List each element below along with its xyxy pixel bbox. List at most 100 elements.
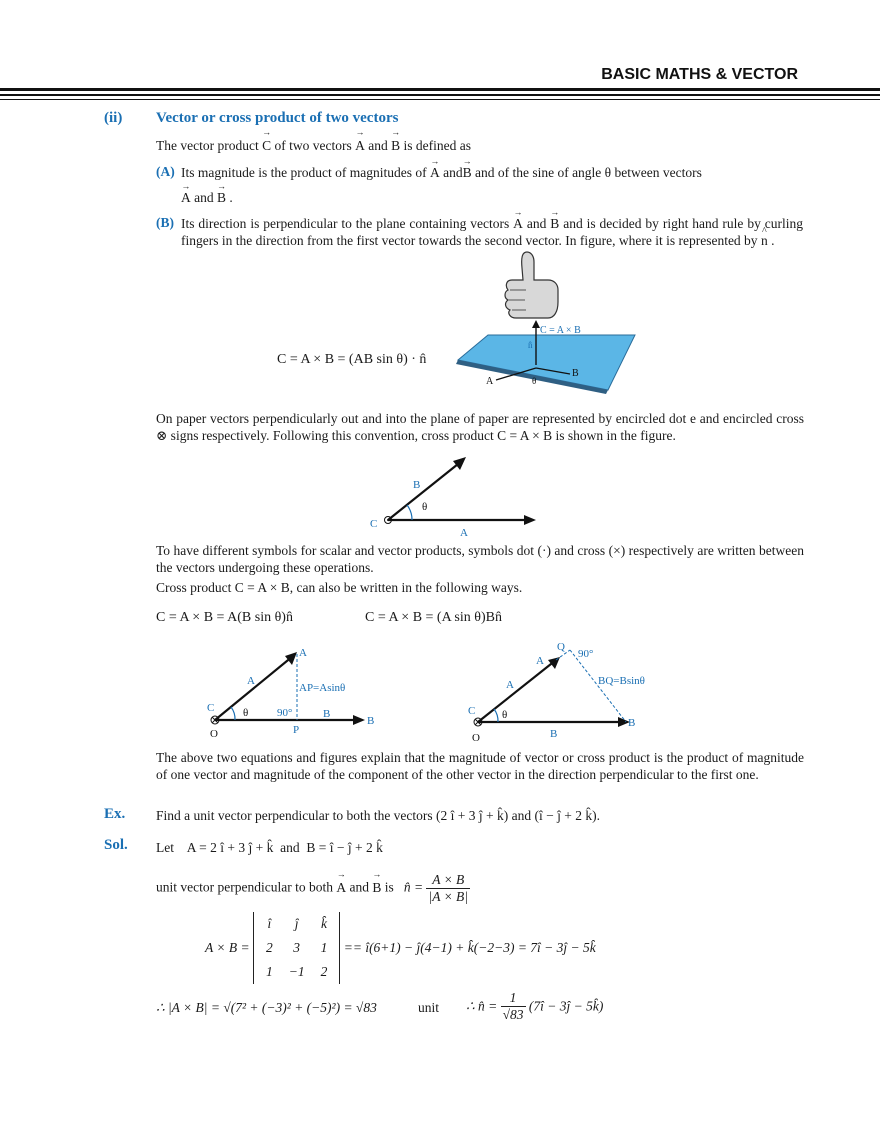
det-cell: 3	[293, 940, 301, 955]
final-fraction: 1 √83	[500, 990, 526, 1023]
point-b-text-2: and	[526, 216, 547, 231]
intro-line: The vector product C of two vectors A an…	[156, 127, 806, 154]
header-rule-2	[0, 94, 880, 96]
unit-text-3: is	[384, 879, 394, 895]
fig2-label-theta: θ	[422, 501, 427, 513]
example-vector-2: (î − ĵ + 2 k̂).	[534, 808, 601, 823]
n-hat-denominator: |A × B|	[428, 889, 469, 904]
det-rhs: == î(6+1) − ĵ(4−1) + k̂(−2−3) = 7î − 3ĵ …	[343, 940, 596, 955]
vec-b: B	[372, 869, 381, 896]
fig2-label-c: C	[370, 518, 377, 530]
point-b-text-1: Its direction is perpendicular to the pl…	[181, 216, 510, 231]
fig4-a-vector	[477, 659, 557, 723]
fig4-perp-line	[569, 649, 627, 723]
n-hat: n	[761, 223, 768, 249]
determinant-line: A × B = î ĵ k̂ 2 3 1 1 −1 2 == î(6+1) − …	[205, 912, 596, 984]
unit-label: unit	[418, 1000, 440, 1015]
equation-right: C = A × B = (A sin θ)Bn̂	[365, 610, 502, 625]
paper-convention-text: On paper vectors perpendicularly out and…	[156, 410, 804, 444]
fig3-label-b-vec: B	[323, 708, 330, 720]
n-hat-numerator: A × B	[426, 872, 471, 889]
symbols-text: To have different symbols for scalar and…	[156, 543, 804, 575]
fig2-dot-center	[387, 519, 389, 521]
fig3-cross-lines	[211, 716, 219, 724]
det-cell: 1	[320, 940, 328, 955]
det-cell: −1	[288, 964, 305, 979]
fig4-label-90: 90°	[578, 648, 593, 660]
fig2-theta-arc	[406, 504, 413, 521]
paper-equation: C = A × B	[497, 428, 553, 443]
fig4-cross-lines	[474, 718, 482, 726]
example-label: Ex.	[104, 806, 126, 822]
unit-text-2: and	[349, 879, 369, 895]
det-cell: 2	[265, 940, 273, 955]
solution-let-line: Let A = 2 î + 3 ĵ + k̂ and B = î − ĵ + 2…	[156, 840, 383, 856]
magnitude-line: ∴ |A × B| = √(7² + (−3)² + (−5)²) = √83	[156, 1000, 377, 1015]
example-question: Find a unit vector perpendicular to both…	[156, 808, 600, 824]
point-a-text-1: Its magnitude is the product of magnitud…	[181, 165, 427, 180]
fig3-label-o: O	[210, 728, 218, 740]
intro-text-c: and	[368, 138, 388, 153]
fig2-dot-symbol-icon	[384, 516, 392, 524]
figure1-label-theta: θ	[532, 376, 536, 386]
example-text: Find a unit vector perpendicular to both…	[156, 808, 433, 823]
point-b-text: Its direction is perpendicular to the pl…	[181, 204, 803, 249]
final-rhs: (7î − 3ĵ − 5k̂)	[528, 998, 604, 1014]
point-a-label: (A)	[156, 164, 175, 179]
cross-product-line: Cross product C = A × B, can also be wri…	[156, 580, 522, 596]
intro-text-b: of two vectors	[274, 138, 352, 153]
determinant-matrix: î ĵ k̂ 2 3 1 1 −1 2	[252, 912, 341, 984]
det-cell: 1	[265, 964, 273, 979]
fig3-b-head	[353, 715, 365, 725]
fig4-label-c: C	[468, 705, 475, 717]
fig2-label-a: A	[460, 527, 468, 539]
fig4-label-b-pt: B	[628, 717, 635, 729]
det-cell: î	[267, 916, 272, 931]
fig2-b-head	[453, 457, 466, 470]
det-cell: ĵ	[294, 916, 299, 931]
paper-text-2: and encircled cross ⊗ signs respectively…	[156, 411, 805, 443]
fig4-label-theta: θ	[502, 709, 507, 721]
equation-left: C = A × B = A(B sin θ)n̂	[156, 610, 293, 625]
det-cell: 2	[320, 964, 328, 979]
fig4-label-a-pt: A	[536, 655, 544, 667]
point-a-text: Its magnitude is the product of magnitud…	[181, 153, 803, 206]
vec-a: A	[513, 204, 523, 232]
point-a-text-2: and	[443, 165, 463, 180]
and-text: and	[280, 840, 300, 855]
header-rule-3	[0, 99, 880, 100]
paper-text-3: is shown in the figure.	[555, 428, 676, 443]
fig3-a-vector	[214, 655, 294, 721]
paper-text-dot: e	[690, 411, 697, 426]
fig4-ext-line	[555, 649, 571, 661]
fig4-a-head	[548, 657, 560, 669]
fig3-label-a-pt: A	[299, 647, 307, 659]
point-b-label: (B)	[156, 215, 174, 230]
fig3-label-a-vec: A	[247, 675, 255, 687]
figure1-label-c: C = A × B	[540, 325, 581, 336]
right-hand-rule-figure: C = A × B n̂ A B θ	[456, 251, 636, 394]
final-lhs: ∴ n̂ =	[466, 998, 498, 1014]
vec-b: B	[550, 204, 559, 232]
paper-text-1: On paper vectors perpendicularly out and…	[156, 411, 687, 426]
b-vector-line	[535, 367, 571, 375]
final-numerator: 1	[500, 990, 526, 1007]
fig4-label-b-vec: B	[550, 728, 557, 740]
example-vector-1: (2 î + 3 ĵ + k̂)	[436, 808, 509, 823]
fig4-b-head	[618, 717, 630, 727]
fig4-label-q: Q	[557, 641, 565, 653]
explanation-text: The above two equations and figures expl…	[156, 750, 804, 782]
header-rule-1	[0, 88, 880, 91]
intro-text-d: is defined as	[403, 138, 471, 153]
fig3-a-head	[285, 652, 297, 665]
point-a-text-4: and	[194, 190, 214, 205]
figure1-label-a: A	[486, 376, 494, 387]
vec-a: A	[430, 153, 440, 181]
fig4-theta-arc	[493, 708, 499, 723]
n-vector-head	[532, 320, 540, 328]
fig3-label-theta: θ	[243, 707, 248, 719]
unit-vector-line: unit vector perpendicular to both A and …	[156, 869, 471, 905]
a-vector-line	[495, 367, 537, 381]
fig2-b-vector	[387, 459, 464, 521]
point-b-text-3: and is decided by right hand rule by cur…	[181, 216, 803, 248]
